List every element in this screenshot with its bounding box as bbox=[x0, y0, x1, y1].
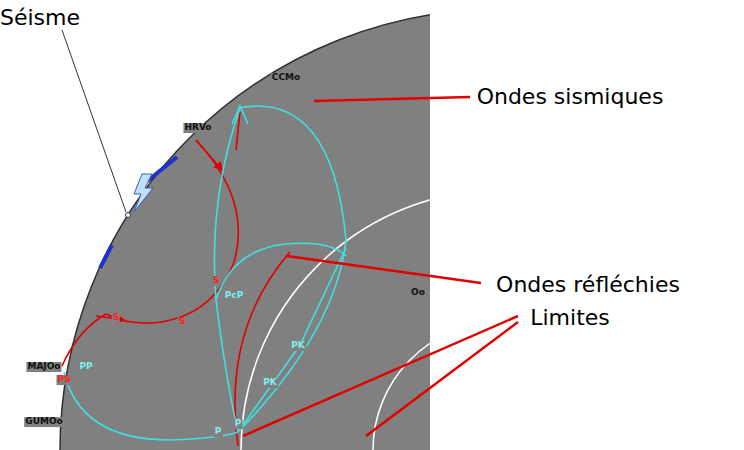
phase-label: S bbox=[112, 313, 120, 323]
callout-label: Séisme bbox=[0, 6, 80, 30]
leader-lines bbox=[243, 97, 518, 436]
station-label: GUMOo bbox=[24, 417, 64, 427]
core-boundary bbox=[241, 190, 430, 450]
phase-label: PS bbox=[56, 375, 71, 385]
surface-arc bbox=[146, 157, 177, 182]
phase-label: PcP bbox=[224, 291, 245, 301]
phase-label: S bbox=[178, 317, 186, 327]
phase-label: PP bbox=[78, 362, 93, 372]
phase-label: PK bbox=[262, 378, 278, 388]
surface-arc bbox=[100, 245, 112, 268]
inner-core-boundary bbox=[373, 322, 430, 450]
earth-mantle bbox=[60, 9, 430, 450]
focus bbox=[126, 213, 131, 218]
phase-label: S bbox=[212, 276, 220, 286]
callout-label: Limites bbox=[530, 306, 610, 330]
lightning-icon bbox=[134, 174, 153, 212]
station-label: CCMo bbox=[271, 73, 301, 83]
station-label: HRVo bbox=[183, 123, 212, 133]
station-label: MAJOo bbox=[26, 362, 61, 372]
station-label: Oo bbox=[410, 288, 426, 298]
callout-label: Ondes sismiques bbox=[477, 85, 664, 109]
phase-label: P bbox=[234, 419, 243, 429]
callout-label: Ondes réfléchies bbox=[496, 273, 680, 297]
leader-line bbox=[62, 30, 126, 212]
phase-label: PK bbox=[290, 341, 306, 351]
phase-label: P bbox=[214, 427, 223, 437]
s-rays bbox=[62, 112, 290, 446]
